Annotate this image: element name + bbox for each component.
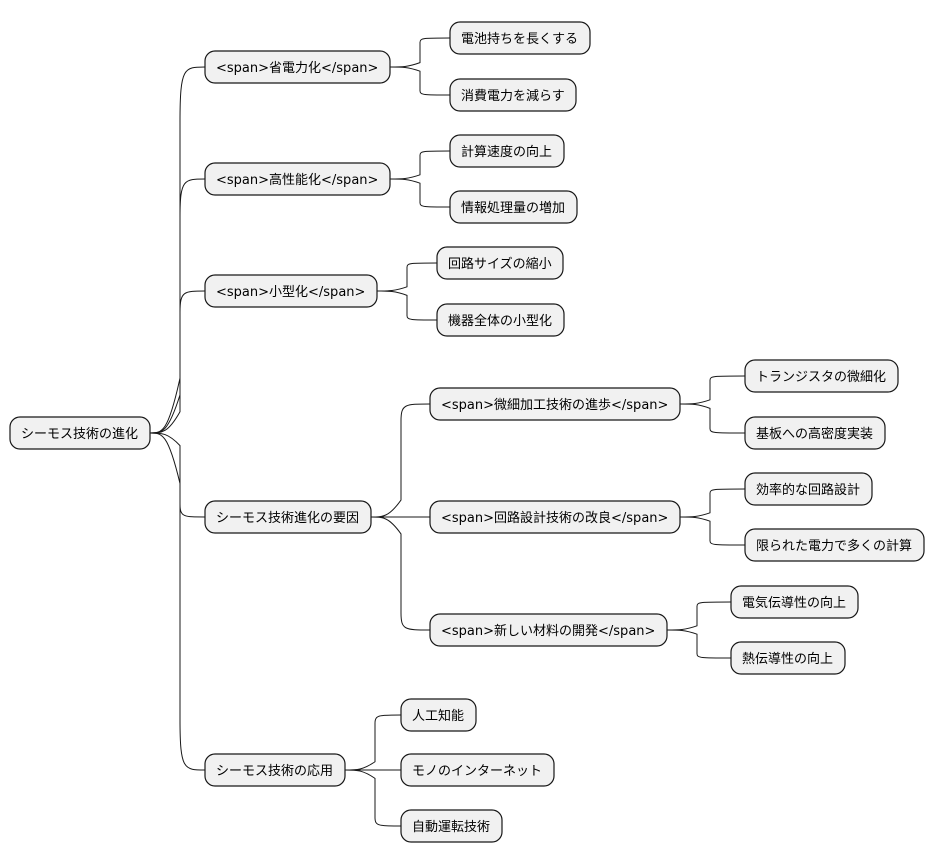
link-n4a-n4a2	[679, 403, 746, 434]
node-box	[204, 500, 372, 534]
node-n3: <span>小型化</span>	[204, 274, 378, 308]
mindmap-nodes: シーモス技術の進化 <span>省電力化</span> 電池持ちを長くする消費電力を…	[9, 21, 925, 843]
link-n4a-n4a1	[679, 375, 746, 405]
node-label: <span>省電力化</span>	[216, 61, 378, 76]
node-n1b: 消費電力を減らす	[449, 78, 577, 112]
node-label: トランジスタの微細化	[756, 370, 886, 385]
node-label: シーモス技術進化の要因	[216, 511, 359, 526]
node-label: 人工知能	[412, 708, 464, 724]
node-box	[436, 303, 565, 337]
node-n1a: 電池持ちを長くする	[449, 21, 591, 55]
link-root-n2	[149, 178, 206, 434]
link-n3-n3b	[376, 290, 438, 321]
link-n4b-n4b2	[679, 516, 746, 546]
node-label: シーモス技術の応用	[216, 764, 333, 779]
node-n5c: 自動運転技術	[400, 809, 503, 843]
node-n4b1: 効率的な回路設計	[744, 472, 873, 506]
node-n4c2: 熱伝導性の向上	[730, 641, 846, 675]
link-n3-n3a	[376, 262, 438, 292]
node-label: <span>小型化</span>	[216, 285, 365, 300]
node-box	[449, 78, 577, 112]
node-n4a1: トランジスタの微細化	[744, 359, 899, 393]
link-n5-n5a	[344, 714, 402, 771]
node-label: シーモス技術の進化	[21, 427, 138, 442]
node-box	[429, 387, 681, 421]
link-n1-n1a	[389, 37, 451, 68]
node-box	[429, 500, 681, 534]
node-root: シーモス技術の進化	[9, 416, 151, 450]
node-n4c1: 電気伝導性の向上	[730, 585, 859, 619]
mindmap-links	[149, 37, 746, 827]
node-label: 計算速度の向上	[461, 144, 552, 160]
node-label: 基板への高密度実装	[756, 426, 873, 442]
link-root-n4	[149, 432, 206, 518]
node-box	[400, 809, 503, 843]
link-root-n1	[149, 66, 206, 434]
node-box	[429, 613, 668, 647]
link-root-n3	[149, 290, 206, 434]
node-n3b: 機器全体の小型化	[436, 303, 565, 337]
node-box	[204, 274, 378, 308]
node-label: 情報処理量の増加	[461, 201, 565, 216]
node-box	[449, 190, 578, 224]
node-n4a: <span>微細加工技術の進歩</span>	[429, 387, 681, 421]
node-n5: シーモス技術の応用	[204, 753, 346, 787]
node-n4b: <span>回路設計技術の改良</span>	[429, 500, 681, 534]
link-n4-n4c	[370, 516, 431, 631]
link-n4c-n4c1	[666, 601, 732, 631]
link-n2-n2a	[389, 150, 451, 180]
node-label: 限られた電力で多くの計算	[756, 538, 912, 554]
node-label: <span>回路設計技術の改良</span>	[441, 510, 668, 526]
node-box	[744, 359, 899, 393]
node-label: 回路サイズの縮小	[448, 256, 552, 272]
node-n5b: モノのインターネット	[400, 753, 555, 787]
node-box	[9, 416, 151, 450]
node-label: 消費電力を減らす	[461, 88, 565, 104]
node-box	[744, 528, 925, 562]
node-label: 電気伝導性の向上	[742, 595, 846, 611]
node-box	[204, 753, 346, 787]
node-box	[436, 246, 564, 280]
node-box	[449, 134, 565, 168]
node-n4b2: 限られた電力で多くの計算	[744, 528, 925, 562]
node-box	[400, 698, 477, 732]
node-n1: <span>省電力化</span>	[204, 50, 391, 84]
link-n2-n2b	[389, 178, 451, 208]
node-n5a: 人工知能	[400, 698, 477, 732]
link-n1-n1b	[389, 66, 451, 96]
node-n4a2: 基板への高密度実装	[744, 416, 886, 450]
node-box	[400, 753, 555, 787]
link-n4b-n4b1	[679, 488, 746, 518]
node-box	[744, 416, 886, 450]
node-label: <span>微細加工技術の進歩</span>	[441, 398, 668, 413]
node-label: 自動運転技術	[412, 820, 490, 835]
node-label: モノのインターネット	[412, 764, 542, 779]
node-n2b: 情報処理量の増加	[449, 190, 578, 224]
node-n4: シーモス技術進化の要因	[204, 500, 372, 534]
link-root-n5	[149, 432, 206, 771]
link-n5-n5c	[344, 769, 402, 827]
node-box	[449, 21, 591, 55]
node-label: <span>新しい材料の開発</span>	[441, 623, 655, 639]
node-n4c: <span>新しい材料の開発</span>	[429, 613, 668, 647]
node-n2a: 計算速度の向上	[449, 134, 565, 168]
node-n2: <span>高性能化</span>	[204, 162, 391, 196]
link-n4c-n4c2	[666, 629, 732, 659]
node-label: 電池持ちを長くする	[461, 32, 578, 47]
node-label: 効率的な回路設計	[756, 482, 860, 498]
node-label: 熱伝導性の向上	[742, 651, 833, 667]
link-n4-n4a	[370, 403, 431, 518]
node-box	[730, 585, 859, 619]
node-box	[204, 50, 391, 84]
node-box	[730, 641, 846, 675]
node-box	[744, 472, 873, 506]
node-box	[204, 162, 391, 196]
node-label: <span>高性能化</span>	[216, 172, 378, 188]
node-n3a: 回路サイズの縮小	[436, 246, 564, 280]
node-label: 機器全体の小型化	[448, 313, 552, 329]
